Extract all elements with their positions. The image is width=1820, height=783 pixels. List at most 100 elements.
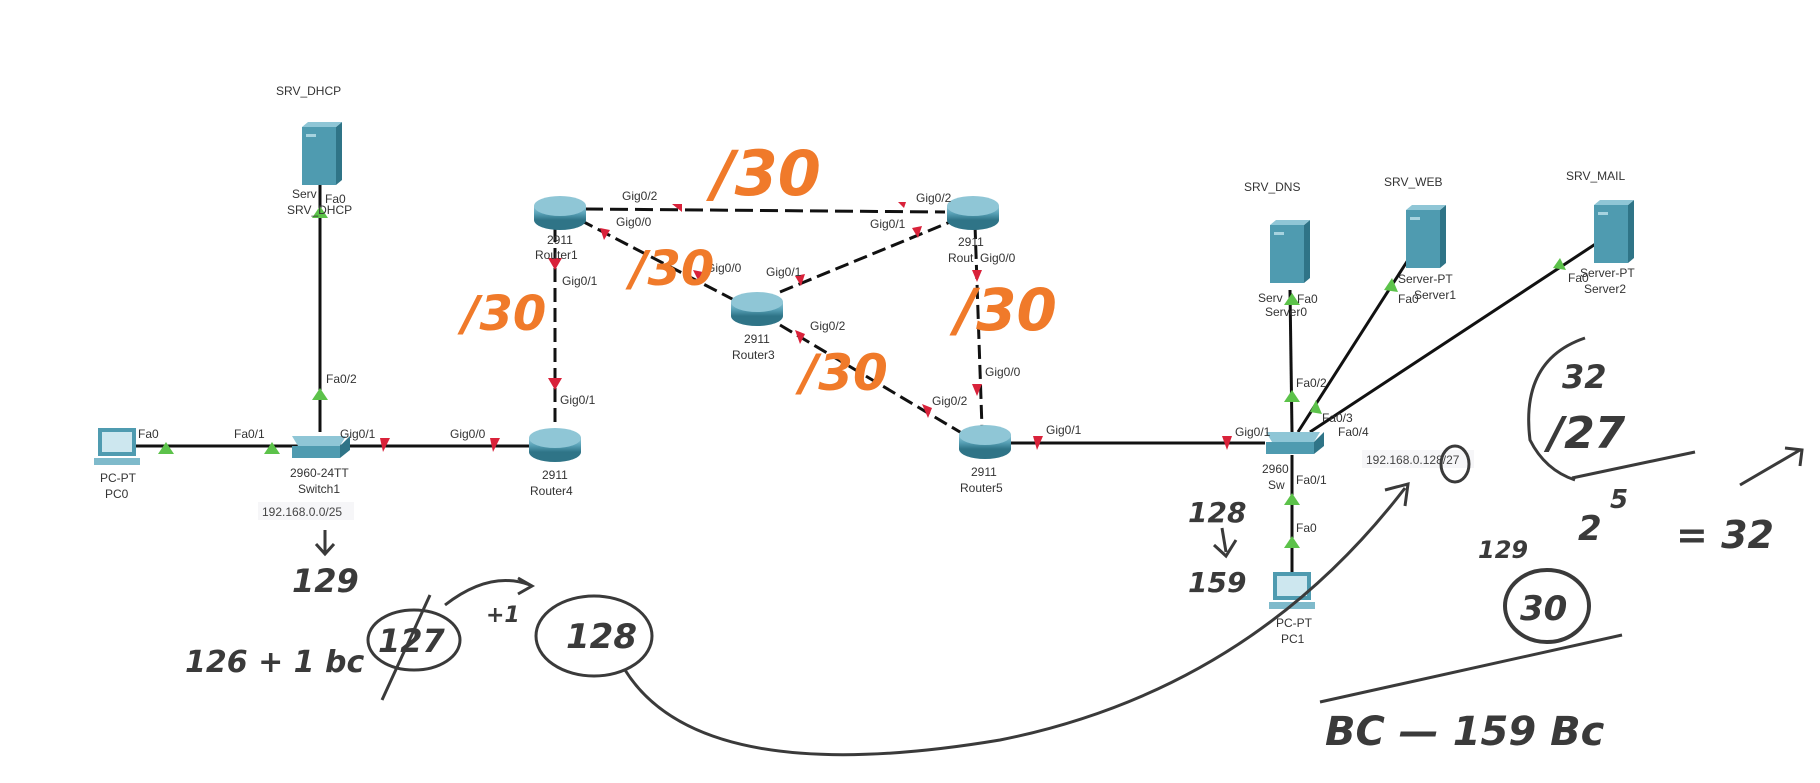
- link-mail-switch2[interactable]: [1309, 241, 1598, 434]
- port-label: Gig0/1: [562, 274, 598, 288]
- pc-pc0[interactable]: PC-PT PC0: [94, 428, 140, 501]
- switch-icon: [292, 436, 350, 458]
- device-model: Server-PT: [1580, 266, 1635, 280]
- port-label: Fa0: [325, 192, 346, 206]
- device-model: 2911: [744, 332, 770, 346]
- router-router4[interactable]: 2911 Router4: [529, 428, 581, 498]
- note-power-base: 2: [1578, 509, 1602, 549]
- device-name: Sw: [1268, 478, 1285, 492]
- port-label: Fa0/1: [1296, 473, 1327, 487]
- server-srv-mail[interactable]: SRV_MAIL Server-PT Server2: [1566, 169, 1635, 296]
- port-label: Gig0/1: [560, 393, 596, 407]
- router-router2[interactable]: 2911 Rout: [947, 196, 999, 265]
- note-plus-one: +1: [486, 603, 520, 628]
- router-icon: [529, 428, 581, 462]
- link-router3-router2[interactable]: [779, 220, 951, 294]
- device-model: Serv: [1258, 291, 1283, 305]
- switch-switch1[interactable]: 2960-24TT Switch1: [290, 436, 350, 496]
- switch-switch2[interactable]: 2960 Sw: [1262, 432, 1324, 492]
- device-model: 2911: [542, 468, 568, 482]
- lan2-subnet-note[interactable]: 192.168.0.128/27: [1366, 453, 1460, 467]
- router-icon: [959, 425, 1011, 459]
- note-129: 129: [292, 562, 359, 600]
- port-down-marker: [548, 258, 562, 270]
- mask-note-r1-r2: /30: [706, 137, 821, 210]
- server-icon: [1270, 220, 1310, 283]
- server-icon: [1406, 205, 1446, 268]
- port-label: Gig0/2: [622, 189, 658, 203]
- router-router1[interactable]: 2911 Router1: [534, 196, 586, 262]
- server-srv-web[interactable]: SRV_WEB Server-PT Server1: [1384, 175, 1456, 302]
- port-down-marker: [795, 330, 805, 344]
- device-name: Router3: [732, 348, 775, 362]
- network-notes: 192.168.0.0/25 192.168.0.128/27: [258, 450, 1474, 520]
- note-block-mask: /27: [1543, 408, 1626, 459]
- port-down-marker: [1222, 436, 1232, 450]
- device-model: Serv: [292, 187, 317, 201]
- router-icon: [947, 196, 999, 230]
- device-name: Rout: [948, 251, 974, 265]
- device-model: PC-PT: [1276, 616, 1313, 630]
- router-icon: [534, 196, 586, 230]
- link-router2-router5[interactable]: [973, 224, 984, 429]
- device-title: SRV_DHCP: [276, 84, 341, 98]
- port-label: Gig0/1: [1046, 423, 1082, 437]
- router-router5[interactable]: 2911 Router5: [959, 425, 1011, 495]
- note-block-32: 32: [1562, 358, 1607, 396]
- device-name: Server1: [1414, 288, 1456, 302]
- server-srv-dns[interactable]: SRV_DNS Serv Server0: [1244, 180, 1310, 319]
- port-label: Gig0/2: [932, 394, 968, 408]
- note-range-top: 128: [1188, 496, 1246, 529]
- port-label: Fa0/2: [326, 372, 357, 386]
- port-label: Fa0: [1296, 521, 1317, 535]
- note-circled-128: 128: [566, 617, 637, 657]
- note-circled-30: 30: [1520, 589, 1567, 629]
- lan1-subnet-note[interactable]: 192.168.0.0/25: [262, 505, 342, 519]
- pc-pc1[interactable]: PC-PT PC1: [1269, 572, 1315, 646]
- port-down-marker: [972, 384, 982, 396]
- port-label: Gig0/0: [616, 215, 652, 229]
- link-router1-router2[interactable]: [584, 207, 946, 214]
- port-label: Gig0/2: [916, 191, 952, 205]
- port-down-marker: [672, 204, 682, 212]
- mask-note-r2-r5: /30: [949, 276, 1057, 344]
- handwritten-annotations: /30 /30 /30 /30 /30 129 126 + 1 bc 127 +…: [185, 137, 1804, 757]
- port-label: Gig0/0: [450, 427, 486, 441]
- port-up-marker: [312, 206, 328, 218]
- link-router3-router5[interactable]: [779, 323, 966, 437]
- port-label: Gig0/1: [340, 427, 376, 441]
- device-title: SRV_MAIL: [1566, 169, 1625, 183]
- port-label: Gig0/0: [985, 365, 1021, 379]
- port-down-marker: [898, 202, 906, 208]
- port-down-marker: [912, 226, 922, 238]
- device-name: PC0: [105, 487, 129, 501]
- port-up-marker: [264, 442, 280, 454]
- device-model: Server-PT: [1398, 272, 1453, 286]
- port-label: Fa0: [1398, 292, 1419, 306]
- note-equals-32: = 32: [1676, 513, 1774, 557]
- port-up-marker: [1284, 293, 1300, 305]
- port-up-marker: [1310, 400, 1322, 414]
- device-model: 2911: [971, 465, 997, 479]
- device-name: Router5: [960, 481, 1003, 495]
- router-icon: [731, 292, 783, 326]
- port-label: Fa0/1: [234, 427, 265, 441]
- port-label: Gig0/0: [706, 261, 742, 275]
- mask-note-r3-r5: /30: [795, 344, 888, 402]
- port-label: Gig0/2: [810, 319, 846, 333]
- port-up-marker: [1553, 258, 1566, 270]
- server-icon: [1594, 200, 1634, 263]
- port-label: Fa0/2: [1296, 376, 1327, 390]
- device-name: Router1: [535, 248, 578, 262]
- port-up-marker: [158, 442, 174, 454]
- port-markers: [158, 202, 1566, 548]
- link-dns-switch2[interactable]: [1288, 289, 1294, 433]
- port-labels: Fa0 Fa0/1 Fa0/2 Gig0/1 Fa0 Gig0/0 Gig0/1…: [138, 189, 1589, 535]
- port-label: Fa0/4: [1338, 425, 1369, 439]
- router-router3[interactable]: 2911 Router3: [731, 292, 783, 362]
- device-name: Router4: [530, 484, 573, 498]
- mask-note-r1-r3: /30: [625, 241, 714, 297]
- port-label: Fa0: [1297, 292, 1318, 306]
- server-srv-dhcp[interactable]: SRV_DHCP Serv SRV_DHCP: [276, 84, 352, 217]
